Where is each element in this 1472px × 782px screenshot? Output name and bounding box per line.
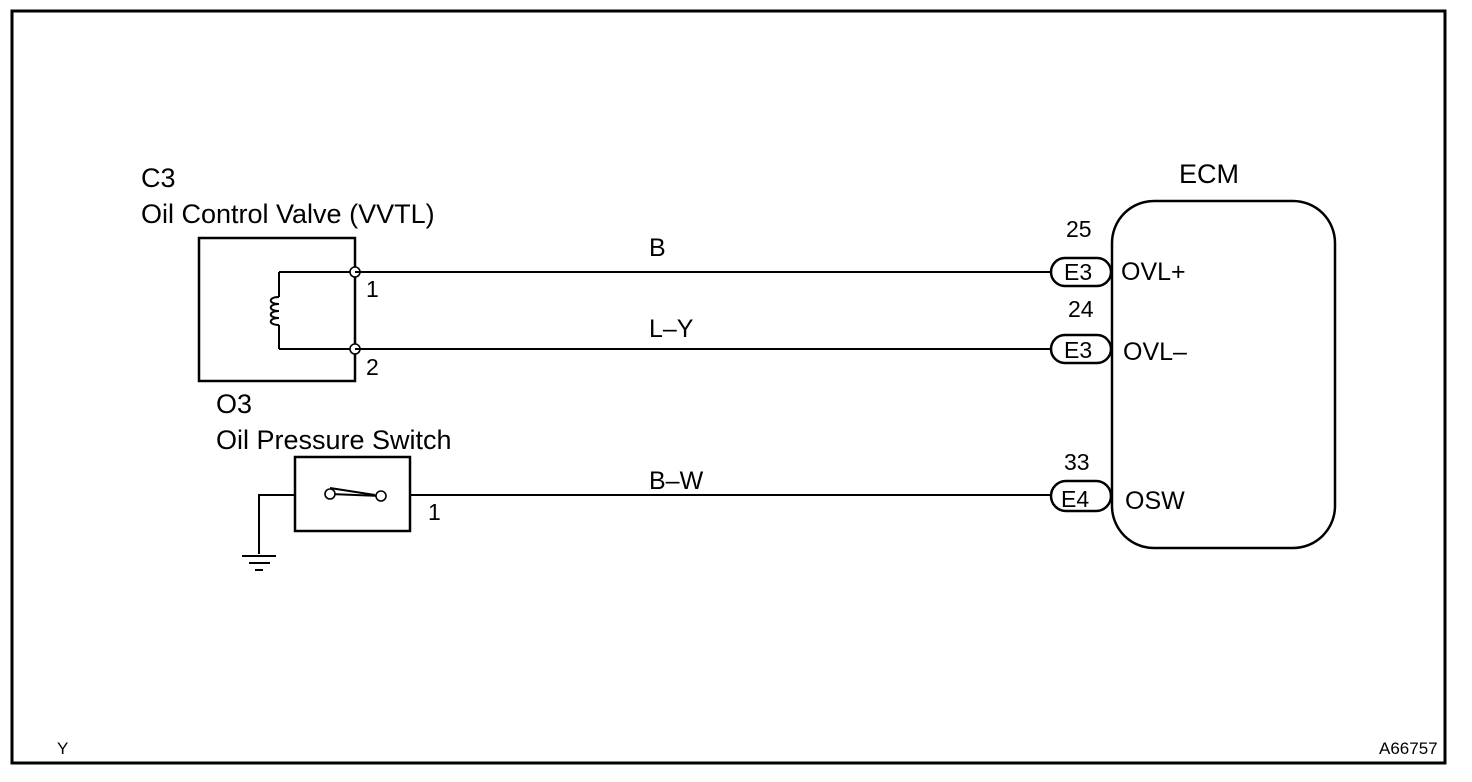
valve-pin-1-label: 1: [366, 276, 379, 302]
footer-figure-id: A66757: [1379, 739, 1438, 758]
ground-icon: [242, 494, 295, 571]
valve-code: C3: [141, 163, 176, 193]
valve-pin-2-label: 2: [366, 354, 379, 380]
ecm-title: ECM: [1179, 159, 1239, 189]
switch-pin-label: 1: [428, 499, 441, 525]
ecm-signal-osw: OSW: [1125, 487, 1185, 515]
ecm-pin-number-33: 33: [1064, 449, 1090, 475]
footer-left-code: Y: [57, 739, 68, 758]
ecm-connector-code-e4: E4: [1061, 486, 1089, 512]
ecm-pin-number-25: 25: [1066, 216, 1092, 242]
valve-box: [197, 236, 357, 383]
ecm-pin-number-24: 24: [1068, 296, 1094, 322]
solenoid-coil-icon: [269, 271, 355, 350]
diagram-frame: [10, 9, 1447, 765]
ecm-connector-e3-pin25: [1049, 256, 1113, 288]
ecm-connector-code-e3-a: E3: [1064, 259, 1092, 285]
ecm-connector-e3-pin24: [1049, 333, 1113, 365]
switch-name: Oil Pressure Switch: [216, 425, 452, 455]
ecm-signal-ovl-minus: OVL–: [1123, 338, 1187, 366]
switch-code: O3: [216, 389, 252, 419]
wire-color-l-y: L–Y: [649, 315, 694, 343]
ecm-signal-ovl-plus: OVL+: [1121, 258, 1186, 286]
ecm-connector-e4-pin33: [1049, 479, 1113, 513]
switch-contact-icon: [324, 487, 387, 502]
ecm-connector-code-e3-b: E3: [1064, 337, 1092, 363]
wire-color-b: B: [649, 234, 666, 262]
ecm-box: [1110, 199, 1337, 550]
valve-name: Oil Control Valve (VVTL): [141, 199, 435, 229]
wire-color-b-w: B–W: [649, 467, 704, 495]
